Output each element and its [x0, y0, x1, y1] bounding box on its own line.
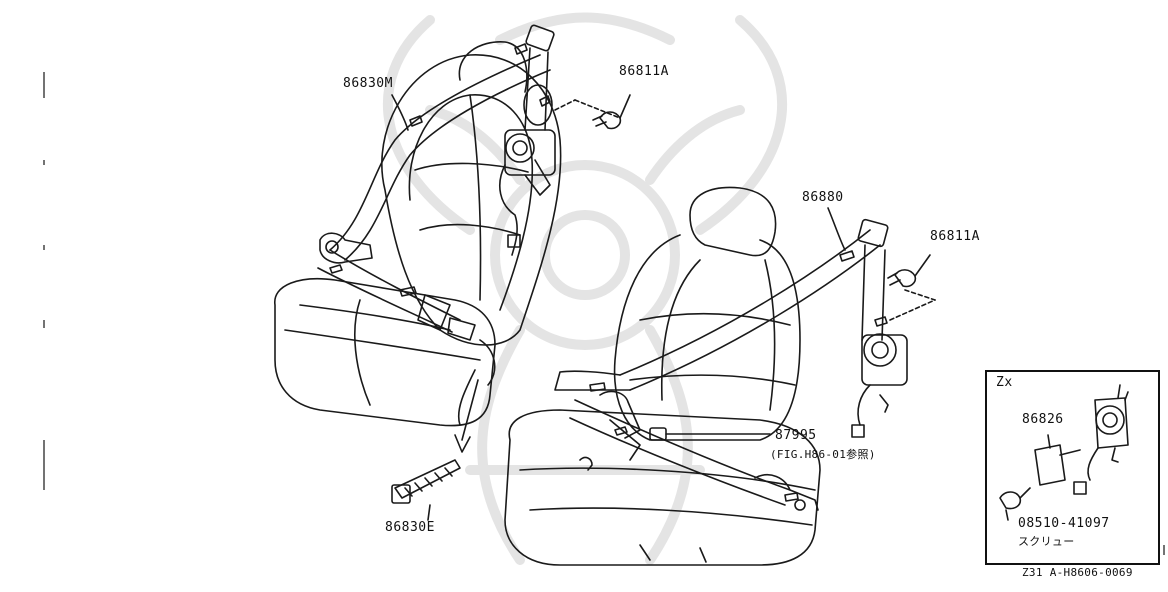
label-86830e: 86830E	[385, 520, 435, 535]
label-86830m: 86830M	[343, 76, 393, 91]
inset-detail-box	[985, 370, 1160, 565]
inset-title: Zx	[996, 375, 1013, 390]
label-08510-41097: 08510-41097	[1018, 516, 1110, 531]
label-87995: 87995	[775, 428, 817, 443]
label-screw-name: スクリュー	[1018, 535, 1075, 548]
label-86811a-right: 86811A	[930, 229, 980, 244]
label-86826: 86826	[1022, 412, 1064, 427]
label-86880: 86880	[802, 190, 844, 205]
label-87995-reference: (FIG.H86-01参照)	[770, 448, 876, 461]
figure-code: Z31 A-H8606-0069	[1022, 566, 1133, 579]
label-86811a-top: 86811A	[619, 64, 669, 79]
